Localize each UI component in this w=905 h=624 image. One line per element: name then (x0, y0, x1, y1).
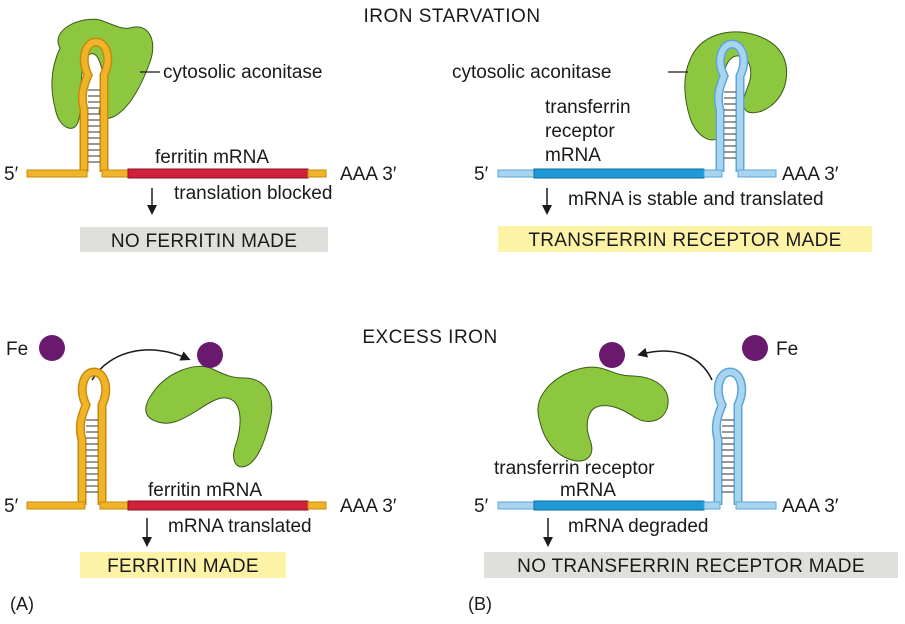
aconitase-label: cytosolic aconitase (163, 62, 322, 83)
result-label: NO TRANSFERRIN RECEPTOR MADE (517, 556, 865, 577)
bound-iron-atom (197, 342, 223, 368)
result-box-made (80, 552, 286, 578)
tfr-label-line2: receptor (545, 121, 615, 142)
tfr-3utr-after-loop (735, 501, 777, 510)
result-box-not-made (484, 552, 898, 578)
iron-atom (39, 335, 65, 361)
ferritin-ire-stemloop (75, 367, 111, 505)
panel-bottom-left: Fe 5′ AAA 3′ ferritin mRNA mRNA transla (4, 335, 397, 614)
ferritin-5utr-after-loop (101, 169, 129, 178)
result-box-made (498, 226, 872, 252)
header-excess-iron: EXCESS IRON (362, 327, 497, 348)
ferritin-5utr-after-loop (99, 501, 129, 510)
ferritin-ire-stemloop (77, 37, 113, 172)
tfr-ire-stemloop (713, 39, 749, 172)
outcome-note: mRNA degraded (568, 516, 708, 537)
result-box-not-made (80, 227, 328, 252)
aconitase-protein (145, 365, 273, 468)
fe-label: Fe (6, 339, 28, 360)
tfr-3utr-before-loop (703, 501, 721, 510)
tfr-5utr (497, 501, 535, 510)
ferritin-coding-region (127, 168, 309, 179)
aconitase-label: cytosolic aconitase (452, 62, 611, 83)
five-prime-label: 5′ (4, 164, 19, 185)
ferritin-3utr (307, 501, 327, 510)
five-prime-label: 5′ (474, 496, 489, 517)
ferritin-3utr (307, 169, 327, 178)
panel-top-right: 5′ AAA 3′ cytosolic aconitase transferri… (452, 31, 872, 252)
tfr-3utr-before-loop (703, 169, 723, 178)
tfr-label-line1: transferrin (545, 97, 631, 118)
panel-label-a: (A) (10, 594, 34, 614)
ferritin-mrna-label: ferritin mRNA (155, 147, 269, 168)
outcome-note: mRNA translated (168, 516, 312, 537)
tfr-5utr (497, 169, 535, 178)
outcome-note: mRNA is stable and translated (568, 189, 824, 210)
iron-binding-arrow (637, 347, 713, 381)
tfr-label-line3: mRNA (545, 145, 601, 166)
result-label: NO FERRITIN MADE (111, 231, 297, 252)
tfr-coding-region (533, 168, 705, 179)
three-prime-label: AAA 3′ (340, 496, 397, 517)
tfr-label-line1: transferrin receptor (494, 458, 655, 479)
ferritin-5utr (26, 169, 88, 178)
panel-bottom-right: Fe 5′ AAA 3′ transferrin receptor mRNA (468, 335, 898, 614)
iron-atom (742, 335, 768, 361)
bound-iron-atom (599, 342, 625, 368)
ferritin-5utr (26, 501, 86, 510)
panel-top-left: 5′ AAA 3′ ferritin mRNA cytosolic aconit… (4, 18, 397, 252)
outcome-note: translation blocked (174, 183, 332, 204)
three-prime-label: AAA 3′ (782, 496, 839, 517)
header-iron-starvation: IRON STARVATION (363, 6, 540, 27)
result-label: TRANSFERRIN RECEPTOR MADE (528, 230, 841, 251)
three-prime-label: AAA 3′ (340, 164, 397, 185)
ferritin-coding-region (127, 500, 309, 511)
tfr-ire-stemloop (711, 367, 747, 505)
tfr-coding-region (533, 500, 705, 511)
ferritin-mrna-label: ferritin mRNA (148, 480, 262, 501)
five-prime-label: 5′ (474, 164, 489, 185)
panel-label-b: (B) (468, 594, 492, 614)
tfr-3utr-after-loop (737, 169, 777, 178)
result-label: FERRITIN MADE (107, 556, 259, 577)
aconitase-protein (537, 366, 669, 462)
three-prime-label: AAA 3′ (782, 164, 839, 185)
tfr-label-line2: mRNA (560, 480, 616, 501)
fe-label: Fe (776, 339, 798, 360)
aconitase-protein (684, 31, 788, 141)
five-prime-label: 5′ (4, 496, 19, 517)
